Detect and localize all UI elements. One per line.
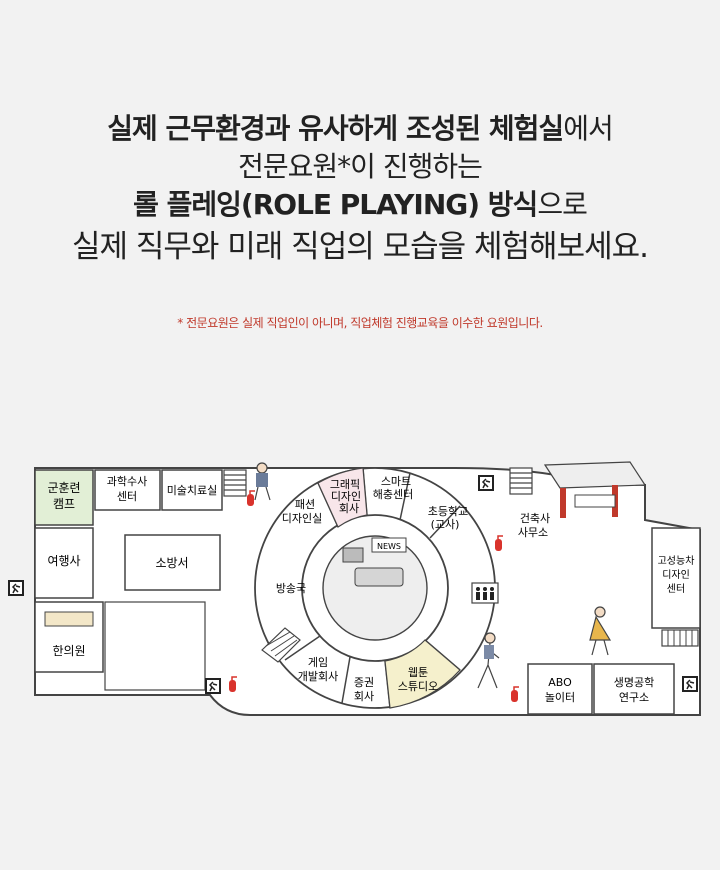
stairs-ring-left [261, 627, 301, 663]
footnote: * 전문요원은 실제 직업인이 아니며, 직업체험 진행교육을 이수한 요원입니… [177, 316, 543, 330]
room-forensic-label-2: 센터 [117, 490, 137, 503]
news-sign [371, 537, 407, 553]
patient-bed [44, 611, 94, 627]
room-graphic-label-2: 디자인 [331, 490, 361, 503]
intro-line-3-rest: 으로 [537, 188, 588, 221]
exit-sign-bottom [204, 677, 222, 695]
stairs-top-right [509, 467, 533, 495]
intro-line-1-rest: 에서 [563, 112, 614, 145]
room-webtoon-label-1: 웹툰 [408, 666, 428, 679]
room-architect-label-1: 건축사 [520, 512, 550, 525]
room-stock-label-1: 증권 [354, 676, 374, 689]
intro-line-3-bold: 롤 플레잉(ROLE PLAYING) 방식 [133, 188, 538, 221]
room-stock-label-2: 회사 [354, 690, 374, 703]
room-military [34, 469, 94, 526]
room-fashion-label-1: 패션 [295, 498, 315, 511]
room-smart-label-1: 스마트 [381, 475, 411, 488]
room-car-label-1: 고성능차 [658, 555, 695, 567]
room-smart-label-2: 해충센터 [373, 487, 413, 501]
room-game-label-1: 게임 [308, 656, 328, 669]
room-bio-label-1: 생명공학 [614, 676, 654, 689]
room-fire-label: 소방서 [155, 556, 188, 570]
news-screen [342, 547, 364, 563]
floor-map-svg: 군훈련 캠프 과학수사 센터 미술치료실 여행사 소방서 한의원 패션 디자인실… [7, 461, 701, 716]
room-graphic-label-1: 그래픽 [330, 478, 360, 491]
intro-line-1-bold: 실제 근무환경과 유사하게 조성된 체험실 [107, 112, 564, 145]
exit-sign-left [7, 579, 25, 597]
room-art [161, 469, 223, 511]
room-school-label-1: 초등학교 [428, 505, 468, 518]
room-abo-label-2: 놀이터 [545, 691, 575, 704]
exit-sign-top [477, 474, 495, 492]
intro-text: 실제 근무환경과 유사하게 조성된 체험실에서 전문요원*이 진행하는 롤 플레… [0, 110, 720, 266]
person-stairs [254, 462, 271, 501]
corridor-block [104, 601, 206, 691]
room-abo [527, 663, 593, 715]
room-car-label-2: 디자인 [662, 569, 690, 581]
intro-line-3: 롤 플레잉(ROLE PLAYING) 방식으로 [0, 186, 720, 224]
room-graphic-fill [317, 467, 368, 528]
room-forensic-label-1: 과학수사 [107, 475, 147, 488]
room-military-label-1: 군훈련 [47, 481, 80, 495]
intro-line-4: 실제 직무와 미래 직업의 모습을 체험해보세요. [71, 229, 649, 265]
room-bio [593, 663, 675, 715]
stairs-top-left [223, 469, 247, 497]
room-webtoon-fill [384, 639, 461, 709]
room-webtoon-label-2: 스튜디오 [398, 680, 438, 693]
room-broadcast-label: 방송국 [276, 582, 306, 595]
intro-line-2: 전문요원*이 진행하는 [238, 150, 483, 183]
intro-line-1: 실제 근무환경과 유사하게 조성된 체험실에서 [0, 110, 720, 148]
room-travel-label: 여행사 [47, 553, 80, 568]
room-game-label-2: 개발회사 [298, 670, 338, 683]
exit-sign-right [681, 675, 699, 693]
room-travel [34, 527, 94, 599]
room-bio-label-2: 연구소 [619, 691, 649, 704]
room-military-label-2: 캠프 [53, 497, 75, 511]
room-architect-label-2: 사무소 [518, 526, 548, 539]
room-car [651, 527, 701, 629]
room-oriental-label: 한의원 [52, 644, 85, 658]
news-sign-label: NEWS [377, 542, 401, 551]
room-abo-label-1: ABO [548, 676, 572, 689]
person-walking-2 [589, 606, 612, 656]
room-forensic [94, 469, 161, 511]
room-car-label-3: 센터 [667, 583, 685, 595]
architect-pavilion [543, 461, 647, 518]
floor-map: 군훈련 캠프 과학수사 센터 미술치료실 여행사 소방서 한의원 패션 디자인실… [0, 440, 720, 740]
room-art-label: 미술치료실 [167, 484, 218, 497]
news-desk [354, 567, 404, 587]
stairs-right [661, 629, 699, 647]
person-walking-1 [477, 632, 500, 689]
restroom-icon [471, 582, 499, 604]
room-fashion-label-2: 디자인실 [282, 512, 322, 525]
room-graphic-label-3: 회사 [339, 502, 359, 515]
room-school-label-2: (교사) [431, 518, 460, 531]
room-fire [124, 534, 221, 591]
